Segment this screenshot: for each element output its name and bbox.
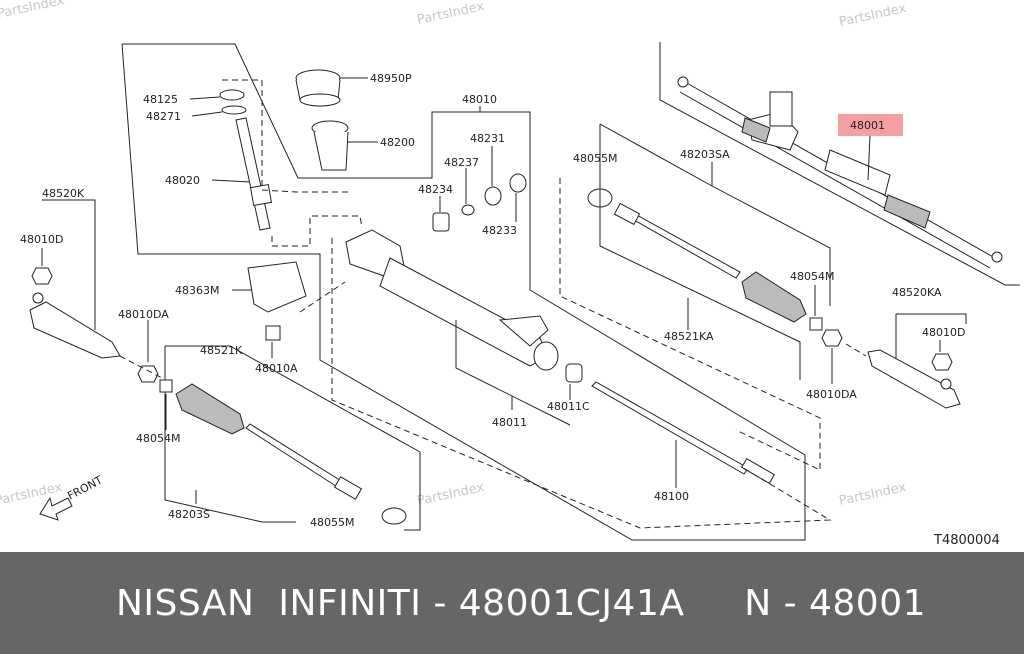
part-48271-snap-ring[interactable]	[221, 105, 247, 115]
watermark-text: PartsIndex	[838, 1, 908, 30]
label-48237[interactable]: 48237	[444, 156, 479, 169]
part-48011C-bushing[interactable]	[565, 363, 583, 383]
label-48011C[interactable]: 48011C	[547, 400, 590, 413]
label-48520KA[interactable]: 48520KA	[892, 286, 942, 299]
part-48363M-bracket[interactable]	[247, 261, 307, 313]
label-48233[interactable]: 48233	[482, 224, 517, 237]
label-48950P[interactable]: 48950P	[370, 72, 412, 85]
highlight-box	[838, 114, 903, 136]
parts-diagram: PartsIndex PartsIndex PartsIndex PartsIn…	[0, 0, 1020, 548]
part-48520KA-tie-rod-end-right[interactable]	[867, 349, 961, 409]
label-48125[interactable]: 48125	[143, 93, 178, 106]
part-48950P-boot[interactable]	[295, 69, 341, 107]
label-48010[interactable]: 48010	[462, 93, 497, 106]
label-48234[interactable]: 48234	[418, 183, 453, 196]
part-48231-plug[interactable]	[484, 186, 502, 206]
label-48010D-right[interactable]: 48010D	[922, 326, 965, 339]
label-48520K[interactable]: 48520K	[42, 187, 85, 200]
part-48054M-clamp-left[interactable]	[159, 379, 173, 393]
label-48001[interactable]: 48001	[850, 119, 885, 132]
part-48010A-bolt[interactable]	[265, 325, 281, 341]
part-48200-column-seal[interactable]	[311, 120, 349, 171]
part-48011-gear-housing[interactable]	[345, 229, 559, 371]
diagram-code: T4800004	[933, 533, 1000, 548]
watermark-text: PartsIndex	[838, 480, 908, 509]
label-48054M-left[interactable]: 48054M	[136, 432, 180, 445]
part-48234-retainer[interactable]	[432, 212, 450, 232]
watermark-text: PartsIndex	[416, 0, 486, 28]
part-48237-spring[interactable]	[461, 204, 475, 216]
label-48055M-left[interactable]: 48055M	[310, 516, 354, 529]
part-48521KA-inner-socket-right[interactable]	[613, 202, 741, 279]
part-48054M-clamp-right[interactable]	[809, 317, 823, 331]
watermark-text: PartsIndex	[0, 0, 66, 22]
part-48233-lock-nut[interactable]	[509, 173, 527, 193]
part-48010D-nut-right[interactable]	[931, 353, 953, 371]
label-48010A[interactable]: 48010A	[255, 362, 298, 375]
part-number-banner: NISSAN INFINITI - 48001CJ41A N - 48001	[0, 552, 1024, 654]
part-48125-washer[interactable]	[219, 89, 245, 101]
label-48100[interactable]: 48100	[654, 490, 689, 503]
part-48010DA-nut-left[interactable]	[137, 365, 159, 383]
part-48010DA-nut-right[interactable]	[821, 329, 843, 347]
label-48521KA[interactable]: 48521KA	[664, 330, 714, 343]
watermark-text: PartsIndex	[416, 480, 486, 509]
label-48055M-right[interactable]: 48055M	[573, 152, 617, 165]
part-48520K-tie-rod-end-left[interactable]	[29, 292, 121, 359]
part-48203S-boot-left[interactable]	[175, 383, 245, 435]
label-48203S[interactable]: 48203S	[168, 508, 210, 521]
label-48010D-left[interactable]: 48010D	[20, 233, 63, 246]
label-48231[interactable]: 48231	[470, 132, 505, 145]
front-label: FRONT	[65, 473, 105, 502]
label-48271[interactable]: 48271	[146, 110, 181, 123]
label-48363M[interactable]: 48363M	[175, 284, 219, 297]
part-48100-rack[interactable]	[591, 381, 776, 485]
label-48203SA[interactable]: 48203SA	[680, 148, 730, 161]
part-48203SA-boot-right[interactable]	[741, 271, 807, 323]
label-48020[interactable]: 48020	[165, 174, 200, 187]
label-48010DA-right[interactable]: 48010DA	[806, 388, 857, 401]
label-48054M-right[interactable]: 48054M	[790, 270, 834, 283]
banner-text: NISSAN INFINITI - 48001CJ41A N - 48001	[116, 582, 927, 624]
part-48010D-nut-left[interactable]	[31, 267, 53, 285]
label-48521K[interactable]: 48521K	[200, 344, 243, 357]
part-48055M-clamp-right[interactable]	[587, 188, 613, 208]
part-48055M-clamp-left[interactable]	[381, 507, 407, 525]
part-48020-pinion-shaft[interactable]	[235, 117, 273, 231]
label-48200[interactable]: 48200	[380, 136, 415, 149]
front-arrow-icon	[39, 496, 73, 521]
label-48011[interactable]: 48011	[492, 416, 527, 429]
label-48010DA-left[interactable]: 48010DA	[118, 308, 169, 321]
part-48521K-inner-socket-left[interactable]	[245, 423, 363, 500]
diagram-canvas: PartsIndex PartsIndex PartsIndex PartsIn…	[0, 0, 1020, 548]
steering-gear-assembly-48001[interactable]	[659, 42, 1020, 286]
